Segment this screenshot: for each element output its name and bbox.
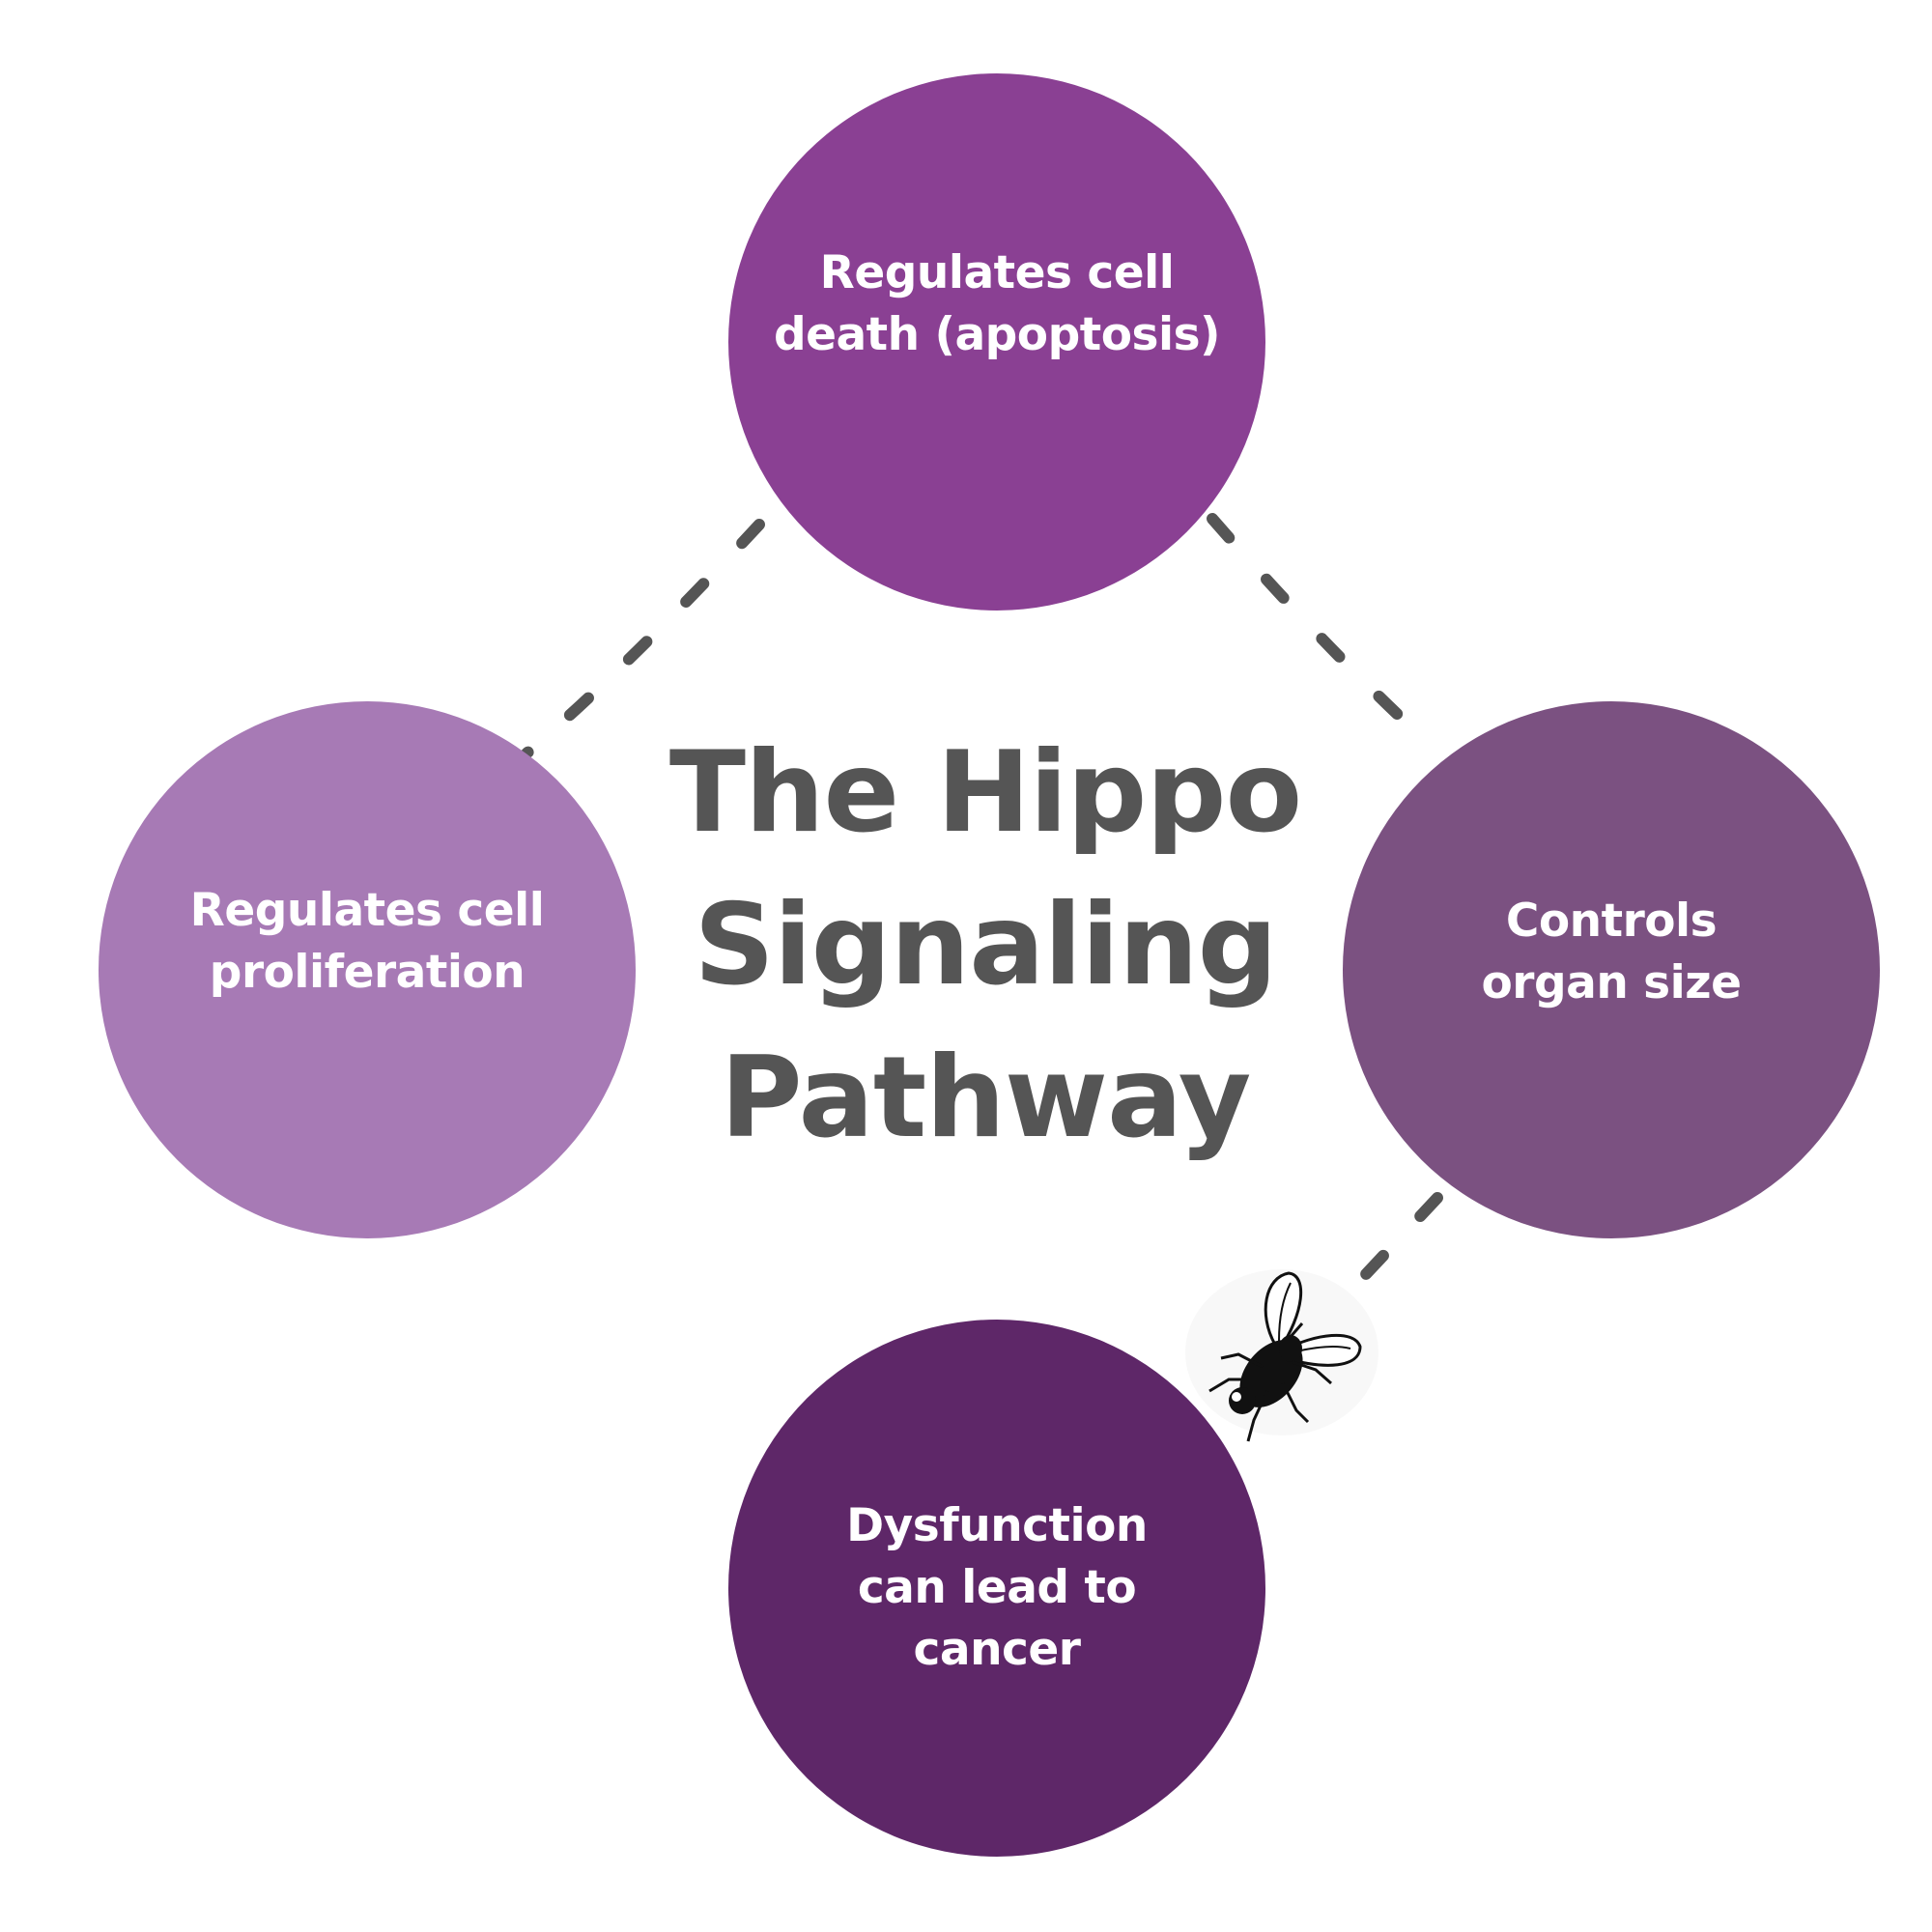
node-bottom: Dysfunction can lead to cancer (728, 1320, 1265, 1857)
diagram-title: The Hippo Signaling Pathway (668, 727, 1302, 1163)
connector-top-right (1207, 513, 1443, 757)
node-right-label: Controls organ size (1481, 895, 1742, 1009)
node-top: Regulates cell death (apoptosis) (728, 73, 1265, 611)
node-left: Regulates cell proliferation (99, 701, 636, 1238)
fly-icon (1185, 1269, 1378, 1442)
node-bottom-label: Dysfunction can lead to cancer (846, 1499, 1148, 1676)
node-right: Controls organ size (1343, 701, 1880, 1238)
connector-top-left (521, 519, 765, 759)
node-top-label: Regulates cell death (apoptosis) (773, 246, 1221, 361)
node-left-label: Regulates cell proliferation (189, 884, 545, 999)
connector-right-bottom (1332, 1192, 1443, 1310)
